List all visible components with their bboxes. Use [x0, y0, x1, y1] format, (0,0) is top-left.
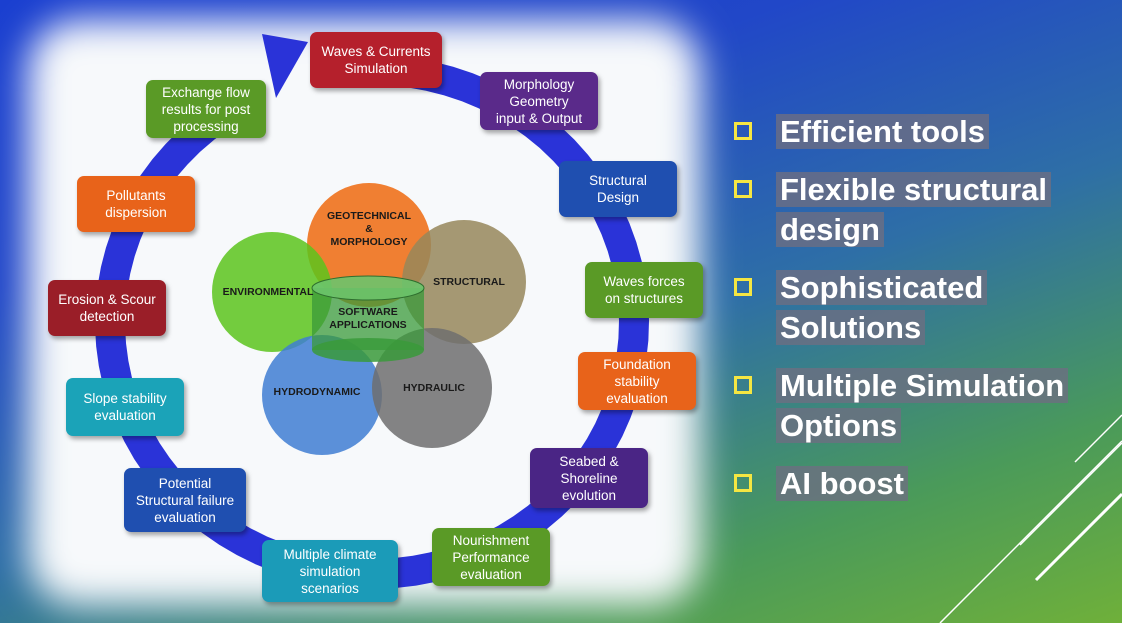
process-box-seabed-shoreline: Seabed & Shoreline evolution — [530, 448, 648, 508]
venn-diagram — [212, 183, 526, 455]
process-box-waves-forces: Waves forces on structures — [585, 262, 703, 318]
venn-label-hydrodynamic: HYDRODYNAMIC — [273, 386, 361, 398]
process-box-label: Pollutants dispersion — [105, 188, 167, 220]
venn-circle-structural — [402, 220, 526, 344]
venn-label-geotechnical: GEOTECHNICAL & MORPHOLOGY — [327, 210, 411, 248]
process-box-structural-failure: Potential Structural failure evaluation — [124, 468, 246, 532]
process-box-foundation-stability: Foundation stability evaluation — [578, 352, 696, 410]
process-box-waves-currents: Waves & Currents Simulation — [310, 32, 442, 88]
bullet-item: Flexible structural design — [734, 170, 1114, 250]
venn-label-software-applications: SOFTWARE APPLICATIONS — [329, 306, 407, 331]
process-box-label: Nourishment Performance evaluation — [452, 532, 530, 582]
bullet-item: Sophisticated Solutions — [734, 268, 1114, 348]
venn-circle-geotechnical — [307, 183, 431, 307]
bullet-text: Multiple Simulation Options — [776, 366, 1114, 446]
process-box-label: Potential Structural failure evaluation — [135, 475, 235, 525]
venn-label-environmental: ENVIRONMENTAL — [222, 286, 314, 298]
process-box-label: Foundation stability evaluation — [603, 356, 671, 406]
venn-label-hydraulic: HYDRAULIC — [403, 382, 465, 394]
software-applications-cylinder — [311, 275, 425, 362]
process-box-label: Exchange flow results for post processin… — [161, 84, 251, 134]
bullet-text: Efficient tools — [776, 112, 989, 152]
process-box-erosion-scour: Erosion & Scour detection — [48, 280, 166, 336]
checkbox-icon — [734, 122, 752, 140]
cycle-arrow-head — [262, 34, 308, 98]
process-box-pollutants: Pollutants dispersion — [77, 176, 195, 232]
process-box-exchange-flow: Exchange flow results for post processin… — [146, 80, 266, 138]
process-box-morphology: Morphology Geometry input & Output — [480, 72, 598, 130]
process-box-climate-scenarios: Multiple climate simulation scenarios — [262, 540, 398, 602]
process-box-nourishment: Nourishment Performance evaluation — [432, 528, 550, 586]
process-box-label: Structural Design — [589, 173, 647, 205]
process-box-label: Slope stability evaluation — [83, 391, 167, 423]
bullet-text: Flexible structural design — [776, 170, 1114, 250]
process-box-label: Waves forces on structures — [603, 274, 685, 306]
bullet-item: Efficient tools — [734, 112, 1114, 152]
process-box-label: Morphology Geometry input & Output — [495, 76, 583, 126]
feature-list: Efficient tools Flexible structural desi… — [734, 112, 1114, 522]
checkbox-icon — [734, 474, 752, 492]
bullet-text: Sophisticated Solutions — [776, 268, 1114, 348]
bullet-text: AI boost — [776, 464, 908, 504]
process-box-label: Multiple climate simulation scenarios — [283, 546, 377, 596]
process-box-structural-design: Structural Design — [559, 161, 677, 217]
venn-circle-environmental — [212, 232, 332, 352]
venn-circle-hydrodynamic — [262, 335, 382, 455]
checkbox-icon — [734, 278, 752, 296]
venn-label-structural: STRUCTURAL — [433, 276, 505, 288]
checkbox-icon — [734, 376, 752, 394]
bullet-item: AI boost — [734, 464, 1114, 504]
bullet-item: Multiple Simulation Options — [734, 366, 1114, 446]
process-box-slope-stability: Slope stability evaluation — [66, 378, 184, 436]
checkbox-icon — [734, 180, 752, 198]
process-box-label: Seabed & Shoreline evolution — [559, 453, 619, 503]
process-box-label: Erosion & Scour detection — [58, 292, 156, 324]
process-box-label: Waves & Currents Simulation — [321, 44, 431, 76]
